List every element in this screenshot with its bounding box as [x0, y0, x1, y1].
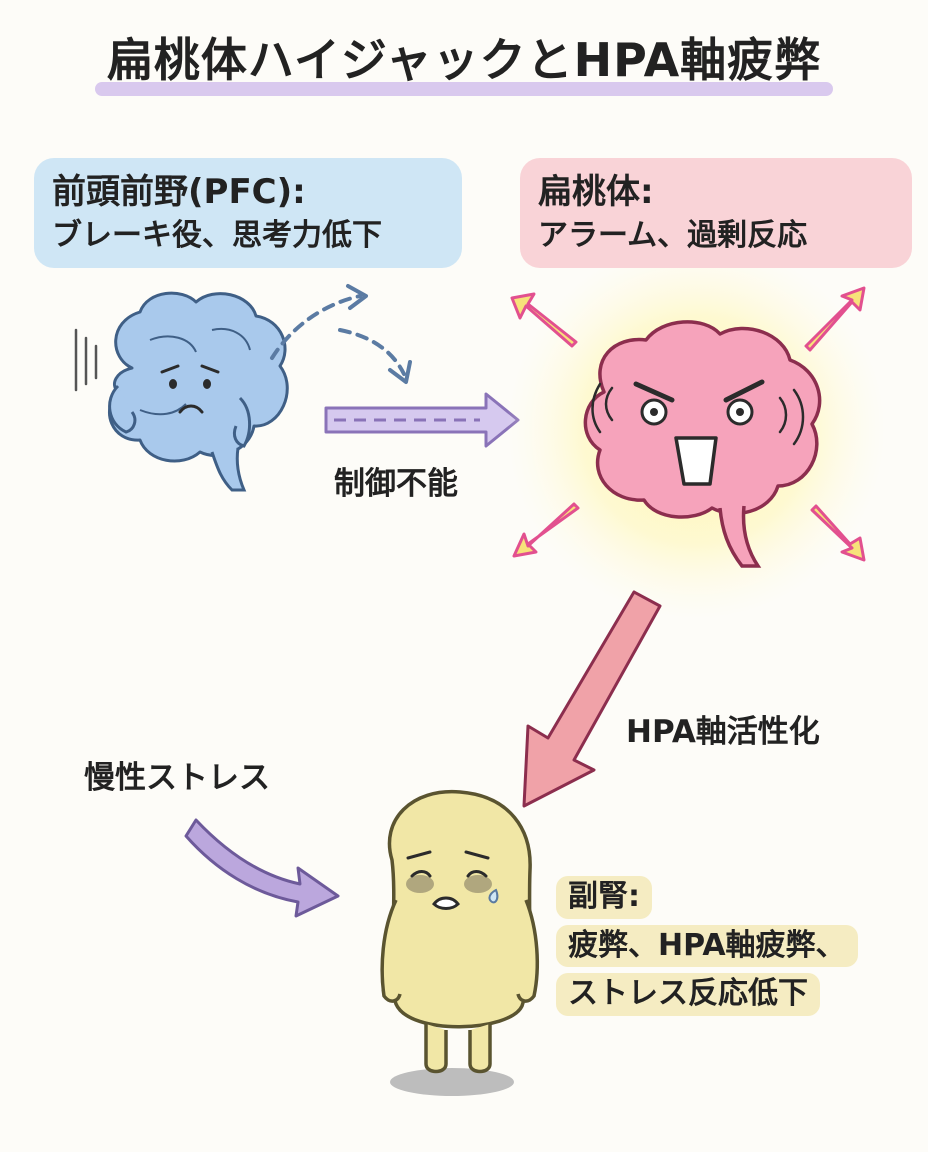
amygdala-label-box: 扁桃体: アラーム、過剰反応 — [520, 158, 912, 269]
chronic-stress-label: 慢性ストレス — [84, 760, 270, 796]
pfc-label-box: 前頭前野(PFC): ブレーキ役、思考力低下 — [34, 158, 462, 269]
hpa-activation-arrow — [522, 590, 662, 808]
dashed-arrow-up — [270, 294, 362, 360]
chronic-stress-arrow — [184, 818, 340, 918]
amygdala-brain-icon — [583, 320, 822, 568]
loss-of-control-label: 制御不能 — [334, 466, 458, 502]
page-title: 扁桃体ハイジャックとHPA軸疲弊 — [87, 18, 841, 100]
title-text: 扁桃体ハイジャックとHPA軸疲弊 — [106, 33, 822, 87]
adrenal-line2: ストレス反応低下 — [556, 973, 820, 1016]
hpa-activation-label: HPA軸活性化 — [626, 714, 820, 750]
adrenal-character-icon — [380, 789, 539, 1096]
pfc-description: ブレーキ役、思考力低下 — [52, 217, 382, 253]
tremble-lines — [74, 328, 98, 392]
title-area: 扁桃体ハイジャックとHPA軸疲弊 — [0, 18, 928, 100]
amygdala-heading: 扁桃体: — [538, 172, 654, 212]
pfc-brain-icon — [74, 291, 289, 492]
adrenal-line1: 疲弊、HPA軸疲弊、 — [556, 924, 858, 967]
control-loss-arrow — [324, 392, 520, 448]
amygdala-description: アラーム、過剰反応 — [538, 217, 808, 253]
pfc-heading: 前頭前野(PFC): — [52, 172, 306, 212]
adrenal-label-box: 副腎: 疲弊、HPA軸疲弊、 ストレス反応低下 — [556, 876, 896, 1022]
alarm-arrows — [510, 286, 866, 562]
dashed-arrow-curve — [338, 328, 406, 376]
adrenal-heading: 副腎: — [556, 876, 652, 919]
